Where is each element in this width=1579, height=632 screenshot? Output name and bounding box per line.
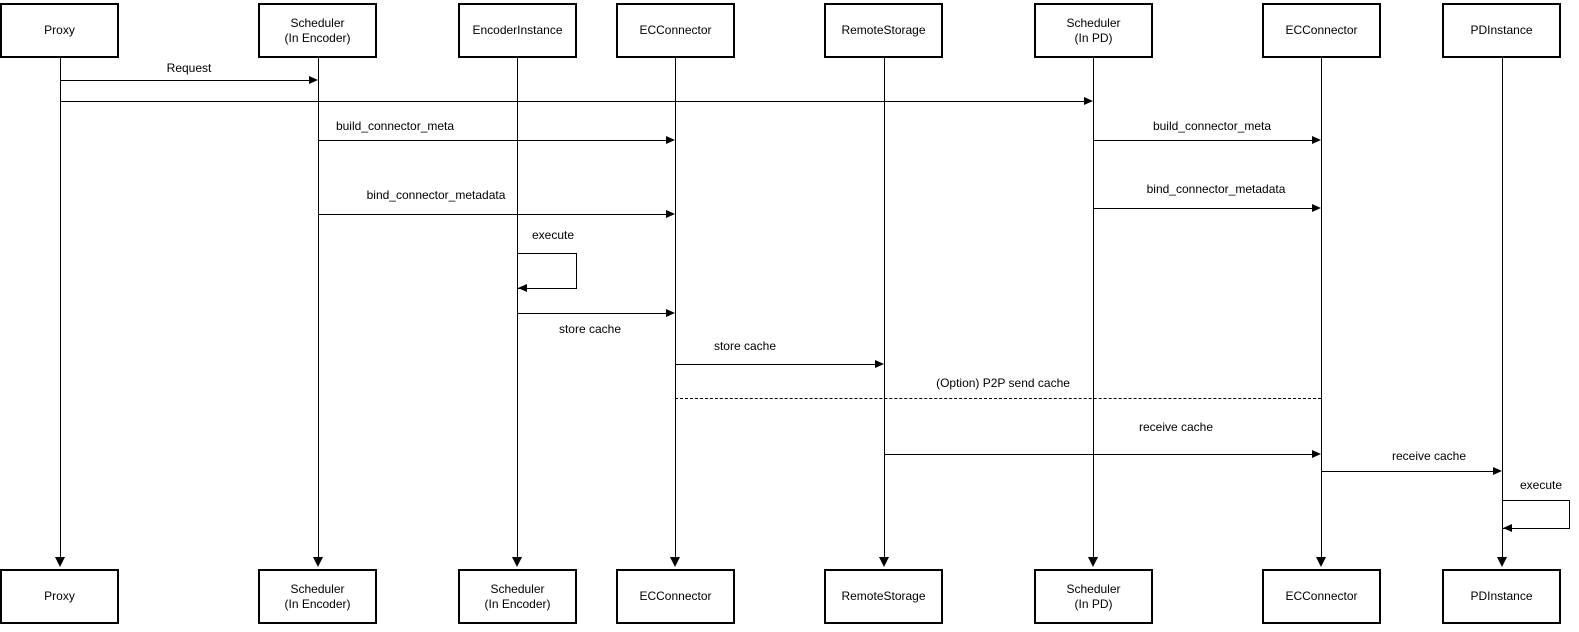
message-line-receive-cache-remote xyxy=(884,454,1313,455)
message-arrowhead-right-icon xyxy=(1084,97,1093,105)
message-arrowhead-right-icon xyxy=(1493,467,1502,475)
message-line-receive-cache-pd xyxy=(1321,471,1494,472)
lifeline-arrowhead-down-icon xyxy=(879,557,889,567)
message-line-bind-connector-metadata-pd xyxy=(1093,208,1313,209)
message-arrowhead-right-icon xyxy=(666,210,675,218)
message-label-receive-cache-pd: receive cache xyxy=(1391,449,1467,463)
message-arrowhead-right-icon xyxy=(309,76,318,84)
message-line-store-cache-encoder xyxy=(517,313,667,314)
message-arrowhead-left-icon xyxy=(1503,524,1512,532)
actor-top-box-encoder-instance: EncoderInstance xyxy=(458,3,577,58)
actor-label: ECConnector xyxy=(639,589,712,603)
message-arrowhead-right-icon xyxy=(666,136,675,144)
actor-top-box-remote-storage: RemoteStorage xyxy=(824,3,943,58)
message-line-store-cache-remote xyxy=(675,364,876,365)
lifeline-arrowhead-down-icon xyxy=(1497,557,1507,567)
actor-label: ECConnector xyxy=(1285,589,1358,603)
actor-bottom-box-ec-connector-encoder: ECConnector xyxy=(616,569,735,624)
actor-label: Scheduler xyxy=(290,581,345,596)
message-label-store-cache-remote: store cache xyxy=(713,339,777,353)
message-line-build-connector-meta-pd xyxy=(1093,140,1313,141)
message-label-request: Request xyxy=(166,61,212,75)
lifeline-pd-instance xyxy=(1502,58,1503,558)
actor-bottom-box-scheduler-in-encoder: Scheduler(In Encoder) xyxy=(258,569,377,624)
actor-label: PDInstance xyxy=(1470,589,1533,603)
actor-sublabel: (In Encoder) xyxy=(284,30,351,45)
actor-label: Proxy xyxy=(44,589,75,603)
lifeline-arrowhead-down-icon xyxy=(512,557,522,567)
lifeline-arrowhead-down-icon xyxy=(1316,557,1326,567)
actor-label: ECConnector xyxy=(1285,23,1358,37)
lifeline-arrowhead-down-icon xyxy=(1088,557,1098,567)
message-arrowhead-right-icon xyxy=(875,360,884,368)
actor-label: Scheduler xyxy=(290,15,345,30)
lifeline-ec-connector-encoder xyxy=(675,58,676,558)
message-label-execute-encoder: execute xyxy=(531,228,575,242)
lifeline-ec-connector-pd xyxy=(1321,58,1322,558)
actor-label: PDInstance xyxy=(1470,23,1533,37)
message-line-bind-connector-metadata-encoder xyxy=(318,214,667,215)
actor-label: RemoteStorage xyxy=(841,589,926,603)
actor-bottom-box-pd-instance: PDInstance xyxy=(1442,569,1561,624)
message-arrowhead-right-icon xyxy=(666,309,675,317)
message-label-build-connector-meta-encoder: build_connector_meta xyxy=(335,119,455,133)
actor-label: ECConnector xyxy=(639,23,712,37)
actor-top-box-pd-instance: PDInstance xyxy=(1442,3,1561,58)
message-arrowhead-left-icon xyxy=(518,284,527,292)
message-label-bind-connector-metadata-encoder: bind_connector_metadata xyxy=(366,188,506,202)
lifeline-encoder-instance xyxy=(517,58,518,558)
lifeline-arrowhead-down-icon xyxy=(670,557,680,567)
actor-sublabel: (In Encoder) xyxy=(484,596,551,611)
self-loop-execute-encoder xyxy=(517,253,577,289)
actor-sublabel: (In PD) xyxy=(1074,30,1113,45)
actor-label: Scheduler xyxy=(490,581,545,596)
actor-bottom-box-ec-connector-pd: ECConnector xyxy=(1262,569,1381,624)
lifeline-remote-storage xyxy=(884,58,885,558)
actor-sublabel: (In Encoder) xyxy=(284,596,351,611)
actor-label: Scheduler xyxy=(1066,15,1121,30)
lifeline-arrowhead-down-icon xyxy=(55,557,65,567)
actor-label: EncoderInstance xyxy=(472,23,563,37)
message-arrowhead-right-icon xyxy=(1312,450,1321,458)
actor-top-box-ec-connector-pd: ECConnector xyxy=(1262,3,1381,58)
lifeline-arrowhead-down-icon xyxy=(313,557,323,567)
message-line-p2p-send-cache xyxy=(675,398,1321,399)
actor-top-box-scheduler-in-encoder: Scheduler(In Encoder) xyxy=(258,3,377,58)
message-line-request xyxy=(60,80,310,81)
message-label-bind-connector-metadata-pd: bind_connector_metadata xyxy=(1146,182,1286,196)
message-label-build-connector-meta-pd: build_connector_meta xyxy=(1152,119,1272,133)
message-label-receive-cache-remote: receive cache xyxy=(1138,420,1214,434)
actor-bottom-box-remote-storage: RemoteStorage xyxy=(824,569,943,624)
actor-sublabel: (In PD) xyxy=(1074,596,1113,611)
lifeline-proxy xyxy=(60,58,61,558)
actor-bottom-box-proxy: Proxy xyxy=(0,569,119,624)
message-label-p2p-send-cache: (Option) P2P send cache xyxy=(936,376,1070,390)
actor-bottom-box-encoder-instance: Scheduler(In Encoder) xyxy=(458,569,577,624)
self-loop-execute-pd xyxy=(1502,500,1570,529)
message-line-proxy-to-scheduler-pd xyxy=(60,101,1085,102)
actor-bottom-box-scheduler-in-pd: Scheduler(In PD) xyxy=(1034,569,1153,624)
actor-top-box-proxy: Proxy xyxy=(0,3,119,58)
message-label-store-cache-encoder: store cache xyxy=(558,322,622,336)
actor-label: Scheduler xyxy=(1066,581,1121,596)
actor-top-box-scheduler-in-pd: Scheduler(In PD) xyxy=(1034,3,1153,58)
actor-label: RemoteStorage xyxy=(841,23,926,37)
message-line-build-connector-meta-encoder xyxy=(318,140,667,141)
actor-label: Proxy xyxy=(44,23,75,37)
message-label-execute-pd: execute xyxy=(1519,478,1563,492)
message-arrowhead-right-icon xyxy=(1312,204,1321,212)
lifeline-scheduler-in-encoder xyxy=(318,58,319,558)
message-arrowhead-right-icon xyxy=(1312,136,1321,144)
lifeline-scheduler-in-pd xyxy=(1093,58,1094,558)
actor-top-box-ec-connector-encoder: ECConnector xyxy=(616,3,735,58)
